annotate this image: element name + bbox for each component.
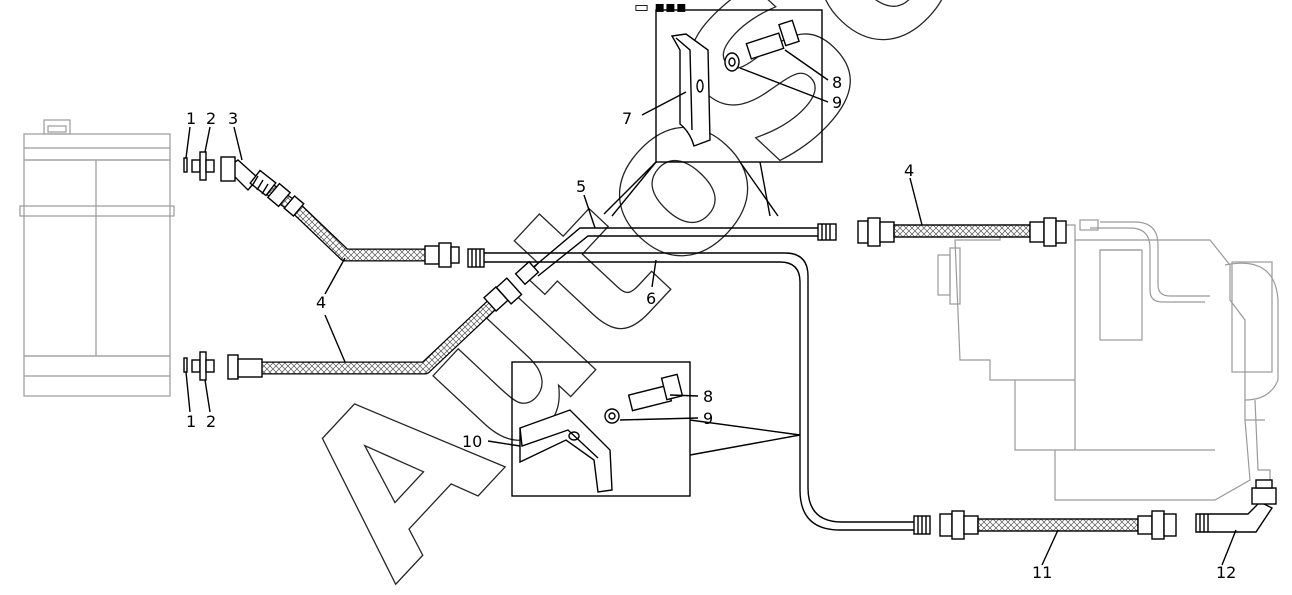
- oil-cooler: [19, 119, 175, 397]
- callout-7: 7: [622, 109, 632, 128]
- upper-hose: [264, 182, 425, 262]
- callout-1-bottom: 1: [186, 412, 196, 431]
- hose-ends-lower: [227, 260, 540, 380]
- callout-12: 12: [1216, 563, 1236, 582]
- callout-4-right: 4: [904, 161, 914, 180]
- callout-4-upper: 4: [316, 293, 326, 312]
- transmission-housing: [937, 219, 1279, 501]
- elbow-12: [1195, 479, 1277, 533]
- header-mark: ▭ ▪▪▪: [634, 0, 687, 16]
- callout-6: 6: [646, 289, 656, 308]
- callout-2-bottom: 2: [206, 412, 216, 431]
- callout-8-top: 8: [832, 73, 842, 92]
- callout-8-bottom: 8: [703, 387, 713, 406]
- lower-hose: [262, 297, 500, 375]
- tube-6: [467, 248, 931, 535]
- callout-3: 3: [228, 109, 238, 128]
- callout-1-top: 1: [186, 109, 196, 128]
- callout-2-top: 2: [206, 109, 216, 128]
- detail-inset-bottom: [511, 361, 801, 497]
- callouts: 1 2 3 4 5 6 7 8 9 4 8 9 10 1 2 11 12 4: [186, 73, 1236, 582]
- fitting-1-2-bottom: [183, 351, 215, 381]
- detail-inset-top: ▭ ▪▪▪: [603, 0, 823, 217]
- hose-ends-upper: [266, 182, 460, 268]
- callout-5: 5: [576, 177, 586, 196]
- hose-11: [939, 510, 1177, 540]
- callout-11: 11: [1032, 563, 1052, 582]
- fitting-elbow-3: [220, 156, 277, 197]
- callout-9-bottom: 9: [703, 409, 713, 428]
- callout-9-top: 9: [832, 93, 842, 112]
- fitting-1-2-top: [183, 151, 215, 181]
- right-hose-4: [857, 217, 1067, 247]
- leader-lines: [185, 49, 1237, 566]
- callout-10: 10: [462, 432, 482, 451]
